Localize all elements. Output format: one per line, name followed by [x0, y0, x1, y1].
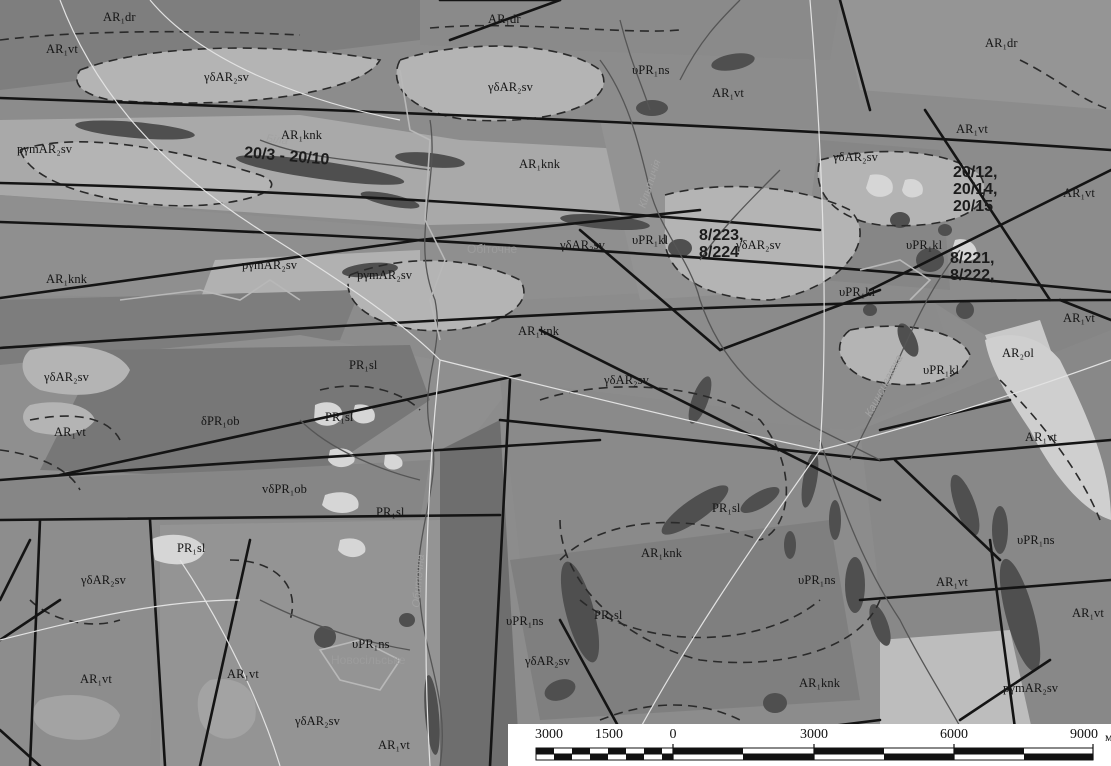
- site-line: 8/222,: [950, 267, 995, 284]
- unit-label: γδAR₂sv: [44, 370, 89, 384]
- unit-label: vδPR₁ob: [262, 482, 307, 496]
- unit-label: AR₁dr: [488, 12, 521, 26]
- unit-label: υPR₁ns: [352, 637, 390, 651]
- site-label-8-221-8-222: 8/221, 8/222,: [950, 250, 994, 284]
- site-line: 20/12,: [953, 164, 998, 181]
- unit-label: δPR₁ob: [201, 414, 240, 428]
- unit-label: AR₁vt: [936, 575, 968, 589]
- unit-label: υPR₁ns: [798, 573, 836, 587]
- unit-label: AR₁knk: [281, 128, 323, 142]
- site-line: 20/14,: [953, 181, 998, 198]
- unit-label: AR₁vt: [1025, 430, 1057, 444]
- scale-label: 0: [669, 727, 677, 742]
- site-label-8-223-8-224: 8/223, 8/224: [699, 227, 743, 261]
- unit-label: PR₁sl: [177, 541, 206, 555]
- unit-label: υPR₁kl: [923, 363, 960, 377]
- unit-label: AR₁dr: [103, 10, 136, 24]
- scale-label: 1500: [595, 727, 623, 742]
- unit-label: PR₁sl: [712, 501, 741, 515]
- unit-label: υPR₁kl: [632, 233, 669, 247]
- unit-label: υPR₁ns: [1017, 533, 1055, 547]
- scale-bar-graphic: [535, 744, 1094, 761]
- unit-label: υPR₁ns: [506, 614, 544, 628]
- unit-label: γδAR₂sv: [295, 714, 340, 728]
- unit-label: AR₁vt: [1072, 606, 1104, 620]
- unit-label: AR₁vt: [80, 672, 112, 686]
- unit-label: γδAR₂sv: [560, 238, 605, 252]
- unit-label: AR₁knk: [641, 546, 683, 560]
- light-intrusions: [20, 46, 1111, 740]
- unit-label: γδAR₂sv: [833, 150, 878, 164]
- unit-label: PR₁sl: [325, 410, 354, 424]
- settlement-outlines: [119, 69, 932, 691]
- site-line: 20/15: [953, 198, 994, 215]
- unit-label: AR₁vt: [712, 86, 744, 100]
- unit-label: γδAR₂sv: [81, 573, 126, 587]
- scale-unit: м: [1105, 730, 1111, 744]
- site-line: 8/224: [699, 244, 740, 261]
- unit-label: AR₁vt: [1063, 186, 1095, 200]
- unit-label: AR₁knk: [46, 272, 88, 286]
- scale-label: 6000: [940, 727, 968, 742]
- unit-label: υPR₁kl: [906, 238, 943, 252]
- unit-label: AR₁knk: [799, 676, 841, 690]
- unit-label: pγmAR₂sv: [357, 268, 413, 282]
- site-line: 8/223,: [699, 227, 744, 244]
- scale-label: 9000: [1070, 727, 1098, 742]
- dashed-contacts: [0, 24, 1111, 721]
- unit-label: AR₁vt: [54, 425, 86, 439]
- unit-label: AR₁knk: [518, 324, 560, 338]
- unit-label: υPR₁ns: [632, 63, 670, 77]
- unit-label: γδAR₂sv: [736, 238, 781, 252]
- site-line: 8/221,: [950, 250, 995, 267]
- unit-label: pγmAR₂sv: [1003, 681, 1059, 695]
- unit-label: AR₁dr: [985, 36, 1018, 50]
- unit-label: AR₁vt: [227, 667, 259, 681]
- unit-label: AR₂ol: [1002, 346, 1034, 360]
- unit-label: AR₁vt: [1063, 311, 1095, 325]
- scale-bar: 3000 1500 0 3000 6000 9000 м: [508, 724, 1111, 766]
- unit-label: pγmAR₂sv: [242, 258, 298, 272]
- site-label-20-12-20-14-20-15: 20/12, 20/14, 20/15: [953, 164, 997, 215]
- unit-label: AR₁vt: [378, 738, 410, 752]
- unit-label: PR₁sl: [349, 358, 378, 372]
- settlement-novosilske: Новосільське: [331, 653, 406, 667]
- unit-label: AR₁knk: [519, 157, 561, 171]
- unit-label: γδAR₂sv: [604, 373, 649, 387]
- unit-label: υPR₁kl: [839, 285, 876, 299]
- scale-label: 3000: [800, 727, 828, 742]
- unit-label: AR₁vt: [46, 42, 78, 56]
- settlement-obitochne: Обіточне: [467, 242, 518, 256]
- unit-label: PR₁sl: [594, 608, 623, 622]
- unit-label: γδAR₂sv: [204, 70, 249, 84]
- unit-label: pγmAR₂sv: [17, 142, 73, 156]
- unit-label: PR₁sl: [376, 505, 405, 519]
- unit-label: γδAR₂sv: [488, 80, 533, 94]
- unit-label: γδAR₂sv: [525, 654, 570, 668]
- rivers: [259, 0, 981, 766]
- unit-label: AR₁vt: [956, 122, 988, 136]
- scale-label: 3000: [535, 727, 563, 742]
